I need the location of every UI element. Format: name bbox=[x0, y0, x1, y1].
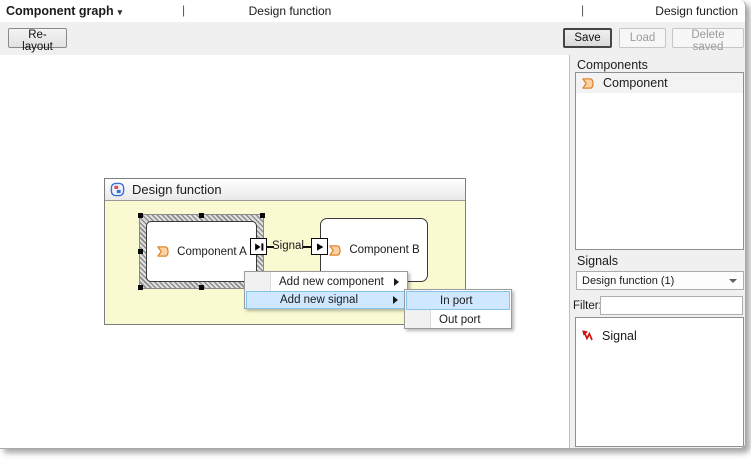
load-button[interactable]: Load bbox=[619, 28, 666, 48]
resize-handle[interactable] bbox=[198, 285, 204, 290]
relayout-button[interactable]: Re-layout bbox=[8, 28, 67, 53]
save-button[interactable]: Save bbox=[563, 28, 612, 48]
signal-edge-label[interactable]: Signal bbox=[272, 240, 304, 252]
submenu-arrow-icon bbox=[393, 296, 398, 304]
design-function-titlebar[interactable]: Design function bbox=[105, 179, 465, 201]
menu-item-add-new-signal[interactable]: Add new signal bbox=[246, 291, 406, 309]
signal-scope-select[interactable]: Design function (1) bbox=[576, 271, 744, 290]
signals-listbox[interactable]: Signal bbox=[575, 317, 744, 447]
diagram-canvas[interactable]: Design function Component A bbox=[0, 55, 569, 448]
signal-icon bbox=[581, 329, 595, 343]
component-icon bbox=[581, 77, 596, 90]
resize-handle[interactable] bbox=[138, 285, 143, 290]
component-graph-menu[interactable]: Component graph▾ bbox=[6, 4, 122, 18]
context-menu: Add new component Add new signal bbox=[244, 271, 408, 309]
submenu-arrow-icon bbox=[394, 278, 399, 286]
chevron-down-icon: ▾ bbox=[117, 7, 123, 17]
resize-handle[interactable] bbox=[260, 213, 265, 218]
list-item-signal[interactable]: Signal bbox=[576, 326, 743, 346]
delete-saved-button[interactable]: Delete saved bbox=[672, 28, 744, 53]
menu-item-label: Add new component bbox=[279, 276, 384, 288]
components-listbox[interactable]: Component bbox=[575, 72, 744, 250]
out-port-icon bbox=[253, 241, 265, 253]
list-item-component[interactable]: Component bbox=[576, 73, 743, 93]
menu-item-out-port[interactable]: Out port bbox=[406, 310, 510, 329]
components-header: Components bbox=[577, 58, 648, 72]
app-window: Component graph▾ | Design function | Des… bbox=[0, 0, 746, 449]
resize-handle[interactable] bbox=[198, 213, 204, 218]
signal-scope-value: Design function (1) bbox=[582, 274, 675, 287]
menubar: Component graph▾ | Design function | Des… bbox=[0, 0, 745, 22]
component-b-label: Component B bbox=[349, 244, 420, 256]
component-a-label: Component A bbox=[177, 245, 247, 258]
design-function-title: Design function bbox=[132, 182, 222, 197]
sidebar: Components Component Signals Design func… bbox=[570, 55, 745, 448]
menu-item-add-new-component[interactable]: Add new component bbox=[246, 273, 406, 291]
list-item-label: Signal bbox=[602, 329, 637, 343]
menubar-separator: | bbox=[182, 3, 186, 17]
menubar-separator: | bbox=[581, 3, 585, 17]
menu-item-label: Out port bbox=[439, 313, 481, 326]
signal-connector bbox=[303, 246, 311, 248]
signal-connector bbox=[267, 246, 274, 248]
filter-input[interactable] bbox=[600, 296, 743, 315]
toolbar: Re-layout Save Load Delete saved bbox=[0, 22, 745, 55]
component-graph-menu-label: Component graph bbox=[6, 4, 114, 18]
component-icon bbox=[156, 245, 171, 258]
menubar-center-title: Design function bbox=[248, 4, 332, 18]
in-port-icon bbox=[314, 241, 326, 253]
menu-item-in-port[interactable]: In port bbox=[406, 291, 510, 310]
resize-handle[interactable] bbox=[138, 248, 143, 254]
component-a-selection[interactable]: Component A bbox=[138, 213, 265, 290]
resize-handle[interactable] bbox=[138, 213, 143, 218]
out-port[interactable] bbox=[250, 238, 267, 255]
context-submenu: In port Out port bbox=[404, 289, 512, 329]
list-item-label: Component bbox=[603, 76, 668, 90]
in-port[interactable] bbox=[311, 238, 328, 255]
component-a-node[interactable]: Component A bbox=[146, 221, 257, 282]
component-icon bbox=[328, 244, 343, 257]
signals-header: Signals bbox=[577, 254, 618, 268]
menu-item-label: Add new signal bbox=[280, 294, 358, 306]
chevron-down-icon bbox=[729, 279, 737, 283]
menubar-right-title: Design function bbox=[655, 4, 738, 18]
menu-item-label: In port bbox=[440, 294, 473, 307]
panel-divider bbox=[569, 55, 570, 448]
design-function-icon bbox=[110, 182, 125, 197]
filter-label: Filter: bbox=[573, 300, 602, 312]
